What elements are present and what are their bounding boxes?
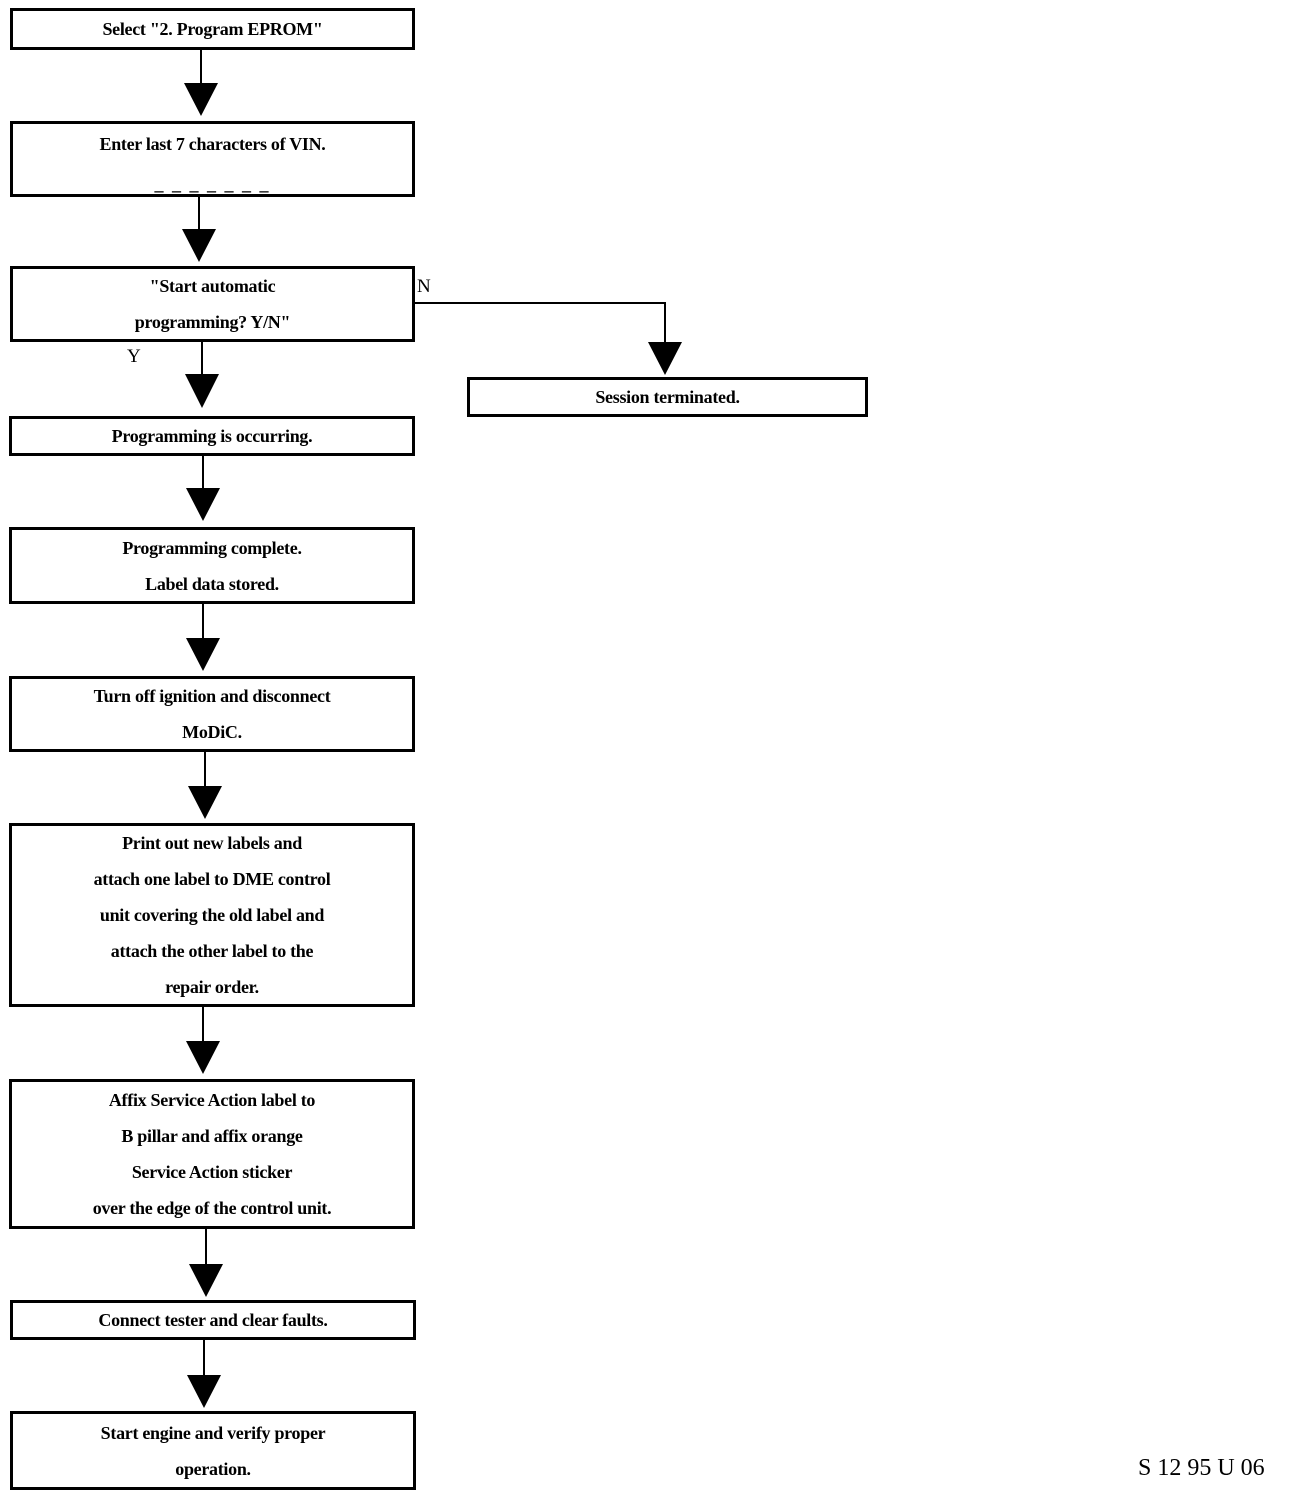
arrow-head bbox=[648, 342, 682, 375]
step-text: attach the other label to the bbox=[110, 941, 314, 961]
step-text: Enter last 7 characters of VIN. bbox=[99, 134, 326, 154]
step-select-program-eprom: Select "2. Program EPROM" bbox=[10, 8, 415, 50]
step-session-terminated: Session terminated. bbox=[467, 377, 868, 417]
arrow-head bbox=[186, 488, 220, 521]
step-text: over the edge of the control unit. bbox=[92, 1198, 332, 1218]
step-text: repair order. bbox=[165, 977, 259, 997]
step-start-engine: Start engine and verify proper operation… bbox=[10, 1411, 416, 1490]
step-text: Connect tester and clear faults. bbox=[98, 1310, 328, 1330]
step-text: unit covering the old label and bbox=[99, 905, 325, 925]
step-text: Print out new labels and bbox=[122, 833, 302, 853]
figure-code: S 12 95 U 06 bbox=[1138, 1455, 1265, 1481]
step-text: attach one label to DME control bbox=[93, 869, 331, 889]
step-print-labels: Print out new labels and attach one labe… bbox=[9, 823, 415, 1007]
step-text: Service Action sticker bbox=[131, 1162, 293, 1182]
step-text: B pillar and affix orange bbox=[121, 1126, 303, 1146]
step-text: MoDiC. bbox=[182, 722, 242, 742]
step-text: Session terminated. bbox=[595, 387, 740, 407]
step-text: Start engine and verify proper bbox=[100, 1422, 326, 1443]
step-text: programming? Y/N" bbox=[134, 312, 291, 332]
step-text: "Start automatic bbox=[149, 276, 276, 296]
step-text: Select "2. Program EPROM" bbox=[102, 19, 323, 39]
step-start-automatic-programming: "Start automatic programming? Y/N" bbox=[10, 266, 415, 342]
step-text: Label data stored. bbox=[145, 573, 279, 594]
step-text: Affix Service Action label to bbox=[108, 1090, 316, 1110]
arrow-head bbox=[187, 1375, 221, 1408]
step-programming-occurring: Programming is occurring. bbox=[9, 416, 415, 456]
arrow-head bbox=[182, 229, 216, 262]
branch-yes-label: Y bbox=[127, 346, 141, 367]
vin-input-placeholder: _ _ _ _ _ _ _ bbox=[154, 174, 271, 194]
step-turn-off-ignition: Turn off ignition and disconnect MoDiC. bbox=[9, 676, 415, 752]
step-affix-service-label: Affix Service Action label to B pillar a… bbox=[9, 1079, 415, 1229]
arrow-head bbox=[188, 786, 222, 819]
arrow-head bbox=[186, 1041, 220, 1074]
step-text: operation. bbox=[175, 1458, 251, 1479]
arrow-head bbox=[184, 83, 218, 116]
branch-no-label: N bbox=[417, 276, 431, 297]
arrow-head bbox=[186, 638, 220, 671]
step-programming-complete: Programming complete. Label data stored. bbox=[9, 527, 415, 604]
arrow-head bbox=[189, 1264, 223, 1297]
step-text: Turn off ignition and disconnect bbox=[93, 686, 331, 706]
step-text: Programming is occurring. bbox=[111, 426, 313, 446]
step-enter-vin: Enter last 7 characters of VIN. _ _ _ _ … bbox=[10, 121, 415, 197]
arrow-head bbox=[185, 374, 219, 408]
step-connect-tester: Connect tester and clear faults. bbox=[10, 1300, 416, 1340]
step-text: Programming complete. bbox=[122, 537, 302, 558]
